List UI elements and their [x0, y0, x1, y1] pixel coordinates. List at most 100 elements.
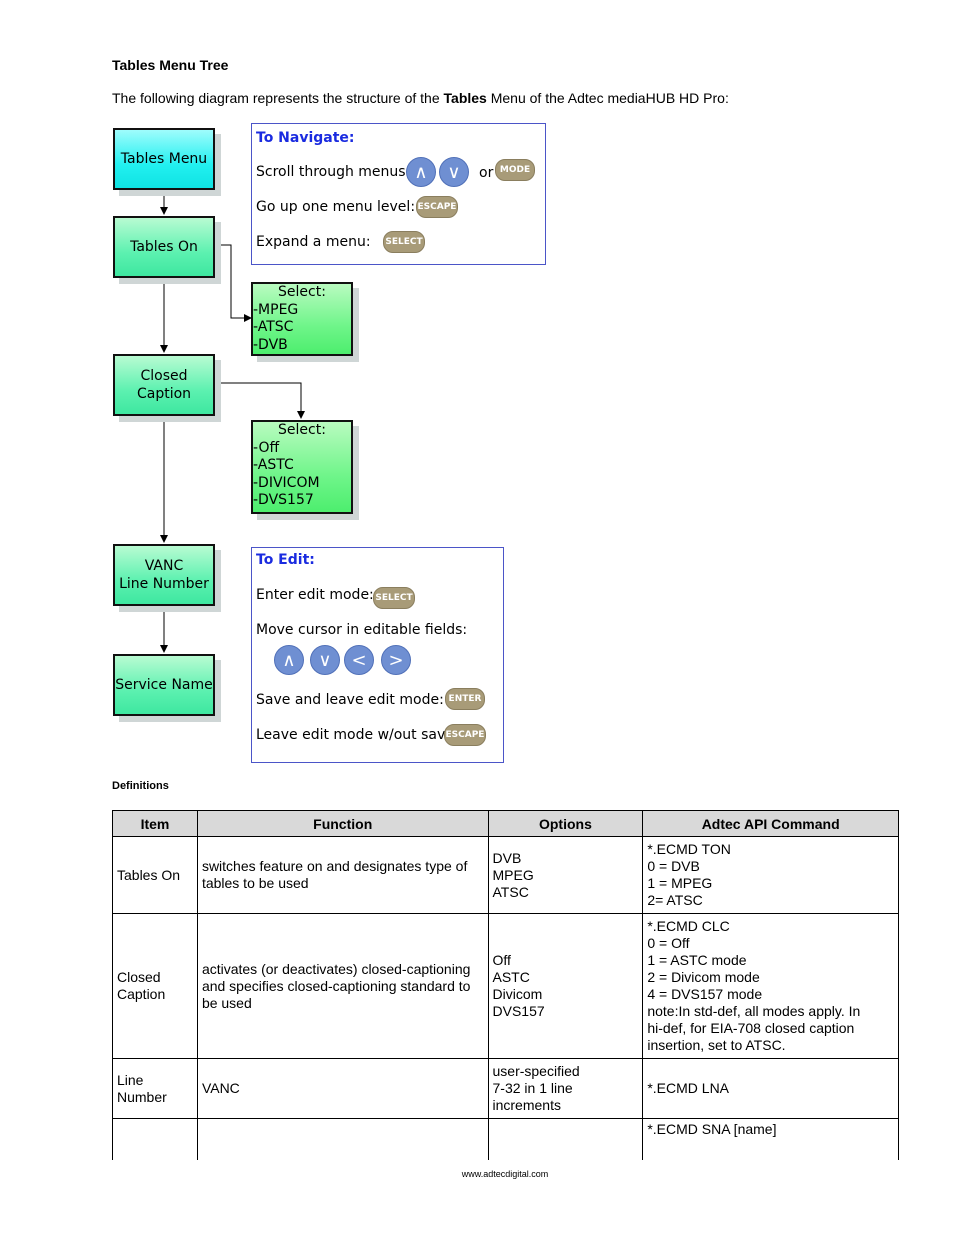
table-header-row: Item Function Options Adtec API Command — [112, 810, 899, 837]
cell-line: *.ECMD TON — [647, 841, 731, 857]
intro-after: Menu of the Adtec mediaHUB HD Pro: — [486, 90, 729, 106]
expand-label: Expand a menu: — [256, 234, 371, 250]
navigate-title: To Navigate: — [256, 130, 355, 146]
enter-button-icon: ENTER — [445, 688, 485, 710]
cell-line: *.ECMD LNA — [647, 1080, 730, 1096]
page-bottom-margin — [0, 1160, 954, 1235]
scroll-label: Scroll through menus: — [256, 164, 411, 180]
edit-box: To Edit: Enter edit mode: SELECT Move cu… — [251, 547, 504, 763]
escape-button-icon: ESCAPE — [416, 196, 458, 218]
cell-function: activates (or deactivates) closed-captio… — [196, 913, 489, 1059]
tree-connectors — [160, 188, 305, 653]
save-leave-label: Save and leave edit mode: — [256, 692, 444, 708]
cell-line: insertion, set to ATSC. — [647, 1037, 786, 1053]
cell-line: 1 = ASTC mode — [647, 952, 747, 968]
select-option: -ATSC — [253, 319, 294, 335]
cell-line: DVB — [492, 849, 522, 866]
tables-on-select-box: Select: -MPEG -ATSC -DVB — [251, 282, 353, 356]
select-option: -DIVICOM — [253, 474, 320, 491]
table-row: *.ECMD SNA [name] — [112, 1118, 899, 1161]
cell-line: and specifies closed-captioning standard… — [201, 977, 471, 994]
cell-item — [112, 1118, 198, 1161]
cell-line: tables to be used — [201, 875, 309, 891]
select-header: Select: — [278, 422, 326, 438]
intro-bold: Tables — [443, 90, 487, 106]
intro-text: The following diagram represents the str… — [112, 90, 729, 106]
cell-line: Caption — [117, 986, 166, 1002]
cell-line: Divicom — [492, 986, 543, 1002]
column-header: Adtec API Command — [642, 810, 899, 837]
tables-menu-label: Tables Menu — [120, 151, 208, 167]
column-header: Item — [112, 810, 198, 837]
up-arrow-icon: ∧ — [406, 157, 436, 187]
edit-title: To Edit: — [256, 552, 315, 568]
navigate-box: To Navigate: Scroll through menus: ∧ ∨ o… — [251, 123, 546, 265]
or-label: or — [479, 165, 494, 181]
cell-line: 1 = MPEG — [647, 875, 713, 891]
up-arrow-icon: ∧ — [274, 645, 304, 675]
cell-command: *.ECMD LNA — [642, 1058, 899, 1119]
cell-line: ATSC — [492, 883, 529, 900]
left-arrow-icon: < — [344, 645, 374, 675]
tables-menu-box: Tables Menu — [113, 128, 215, 190]
cell-function: switches feature on and designates type … — [196, 836, 489, 914]
leave-edit-label: Leave edit mode w/out save: — [256, 727, 459, 743]
go-up-label: Go up one menu level: — [256, 199, 416, 215]
cell-line: hi-def, for EIA-708 closed caption — [647, 1020, 855, 1036]
mode-button-icon: MODE — [495, 159, 535, 181]
cell-line: 4 = DVS157 mode — [647, 986, 763, 1002]
select-option: -DVS157 — [253, 492, 314, 508]
cell-line: be used — [201, 994, 252, 1011]
cell-options — [487, 1118, 644, 1161]
cell-line: *.ECMD CLC — [647, 918, 730, 934]
select-option: -DVB — [253, 336, 288, 353]
select-button-icon: SELECT — [383, 231, 425, 253]
cell-line: Number — [117, 1088, 167, 1105]
tables-on-label: Tables On — [130, 239, 198, 255]
definitions-table: Item Function Options Adtec API Command … — [112, 810, 899, 1161]
vanc-line-2: Line Number — [119, 576, 209, 592]
cell-line: Closed — [117, 969, 161, 985]
cell-line: activates (or deactivates) closed-captio… — [201, 960, 471, 977]
cell-function — [196, 1118, 489, 1161]
right-arrow-icon: > — [381, 645, 411, 675]
cell-command: *.ECMD SNA [name] — [642, 1118, 899, 1161]
down-arrow-icon: ∨ — [310, 645, 340, 675]
cell-function: VANC — [196, 1058, 489, 1119]
definitions-heading: Definitions — [112, 780, 169, 792]
enter-edit-label: Enter edit mode: — [256, 587, 374, 603]
cell-line: user-specified — [492, 1063, 580, 1079]
closed-caption-line-1: Closed — [140, 368, 188, 384]
column-header: Options — [487, 810, 644, 837]
cell-line: increments — [492, 1097, 561, 1113]
cell-line: *.ECMD SNA [name] — [647, 1121, 777, 1137]
cell-line: VANC — [201, 1080, 240, 1096]
move-cursor-label: Move cursor in editable fields: — [256, 622, 468, 638]
cell-line: 2 = Divicom mode — [647, 969, 760, 985]
select-option: -MPEG — [253, 301, 299, 318]
select-header: Select: — [278, 284, 326, 300]
cell-line: 0 = DVB — [647, 858, 700, 874]
cell-line: 0 = Off — [647, 935, 690, 951]
cell-line: 2= ATSC — [647, 892, 703, 908]
cell-line: Line — [117, 1071, 144, 1088]
cell-line: 7-32 in 1 line — [492, 1080, 573, 1096]
column-header: Function — [196, 810, 489, 837]
cell-line: MPEG — [492, 866, 534, 883]
select-option: -Off — [253, 439, 280, 456]
intro-before: The following diagram represents the str… — [112, 90, 444, 106]
closed-caption-line-2: Caption — [136, 386, 192, 402]
select-button-icon: SELECT — [373, 587, 415, 609]
footer-url: www.adtecdigital.com — [461, 1169, 549, 1179]
cell-line: Tables On — [117, 866, 181, 883]
